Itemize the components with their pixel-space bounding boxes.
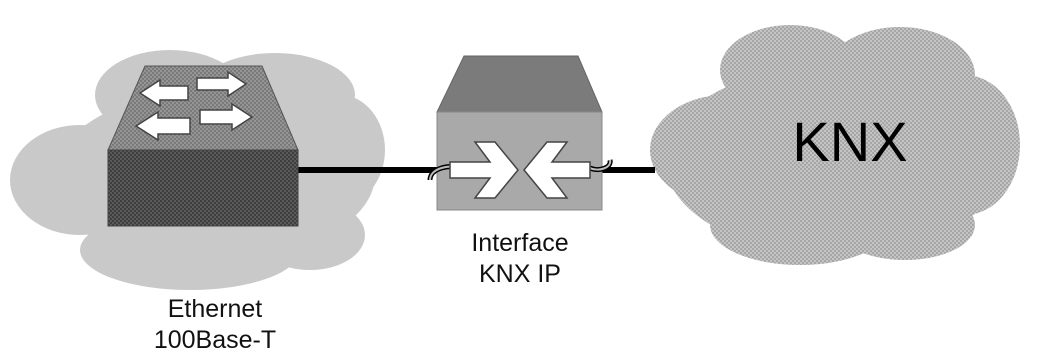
switch-arrows-icon xyxy=(134,70,254,142)
knx-cloud-label: KNX xyxy=(792,110,908,173)
ethernet-switch xyxy=(107,65,299,227)
ethernet-label-line1: Ethernet xyxy=(167,295,263,323)
interface-device xyxy=(427,55,613,211)
knx-cloud xyxy=(650,25,1020,265)
ethernet-label-line2: 100Base-T xyxy=(153,326,277,354)
ethernet-label: Ethernet 100Base-T xyxy=(120,294,310,356)
interface-label: Interface KNX IP xyxy=(430,228,610,290)
interface-label-line1: Interface xyxy=(471,229,569,257)
interface-converging-arrows-icon xyxy=(449,141,591,199)
interface-label-line2: KNX IP xyxy=(479,260,561,288)
